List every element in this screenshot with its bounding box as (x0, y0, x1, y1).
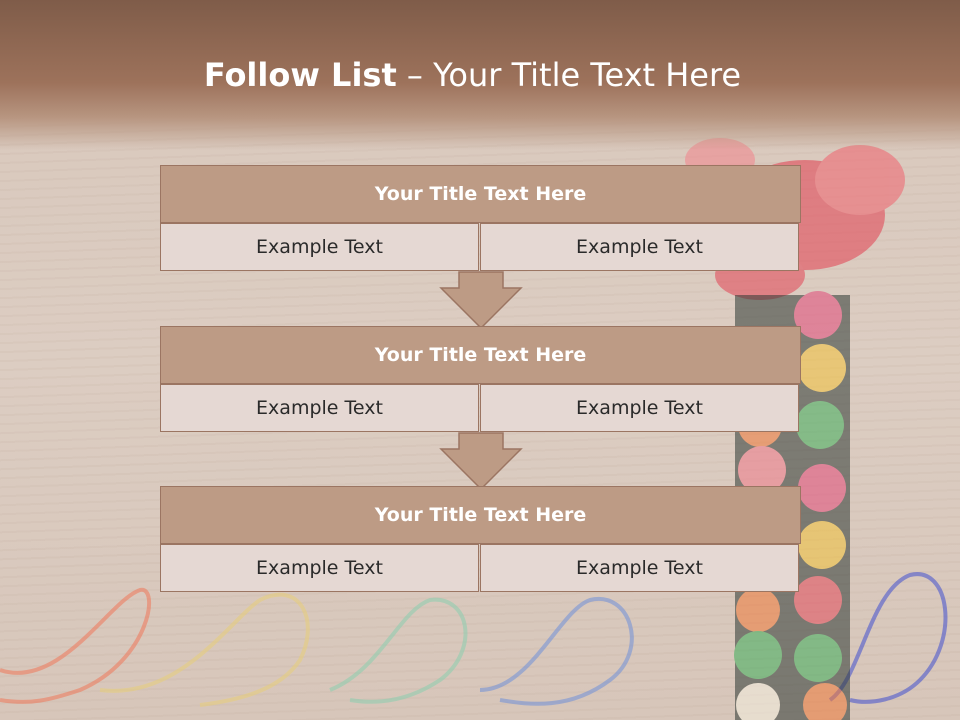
down-arrow-icon (439, 271, 523, 329)
block-cell-right: Example Text (480, 384, 799, 432)
list-block-3: Your Title Text Here Example Text Exampl… (160, 486, 801, 592)
block-cell-right: Example Text (480, 223, 799, 271)
block-cell-left: Example Text (160, 544, 479, 592)
list-block-1: Your Title Text Here Example Text Exampl… (160, 165, 801, 271)
slide-title-bold: Follow List (203, 56, 397, 94)
block-heading: Your Title Text Here (160, 165, 801, 223)
down-arrow-icon (439, 432, 523, 490)
block-cell-right: Example Text (480, 544, 799, 592)
block-heading: Your Title Text Here (160, 326, 801, 384)
slide-title-rest: – Your Title Text Here (396, 56, 742, 94)
header-band (0, 0, 960, 150)
block-heading: Your Title Text Here (160, 486, 801, 544)
block-cell-left: Example Text (160, 223, 479, 271)
list-block-2: Your Title Text Here Example Text Exampl… (160, 326, 801, 432)
block-cell-left: Example Text (160, 384, 479, 432)
slide-title: Follow List – Your Title Text Here (0, 52, 945, 98)
